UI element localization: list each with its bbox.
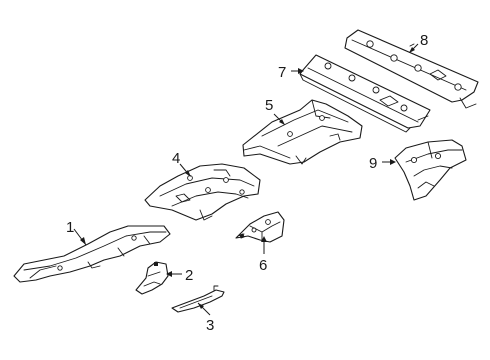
callout-9: 9 [369, 155, 396, 172]
callout-1: 1 [66, 219, 87, 246]
part-1-side-rail [13, 225, 171, 283]
part-7-crossmember [299, 54, 431, 133]
callout-label-2: 2 [185, 267, 193, 284]
callout-8: 8 [409, 32, 428, 53]
callout-label-9: 9 [369, 155, 377, 172]
part-9-bracket [394, 139, 467, 201]
callout-label-1: 1 [66, 219, 74, 236]
callout-5: 5 [265, 97, 285, 125]
part-3-strip [171, 285, 225, 313]
callout-label-6: 6 [259, 257, 267, 274]
callout-7: 7 [278, 64, 304, 81]
callout-6: 6 [259, 236, 267, 274]
part-6-bracket [235, 211, 285, 243]
part-4-floor-pan [144, 163, 261, 221]
callout-label-3: 3 [206, 317, 214, 334]
callout-label-5: 5 [265, 97, 273, 114]
callout-3: 3 [197, 302, 214, 334]
callout-label-8: 8 [420, 32, 428, 49]
part-8-crossmember [344, 29, 479, 109]
callout-label-7: 7 [278, 64, 286, 81]
part-2-bracket [135, 261, 169, 295]
part-5-floor-pan [242, 99, 363, 165]
callout-2: 2 [166, 267, 193, 284]
callout-4: 4 [172, 150, 191, 177]
callout-label-4: 4 [172, 150, 180, 167]
